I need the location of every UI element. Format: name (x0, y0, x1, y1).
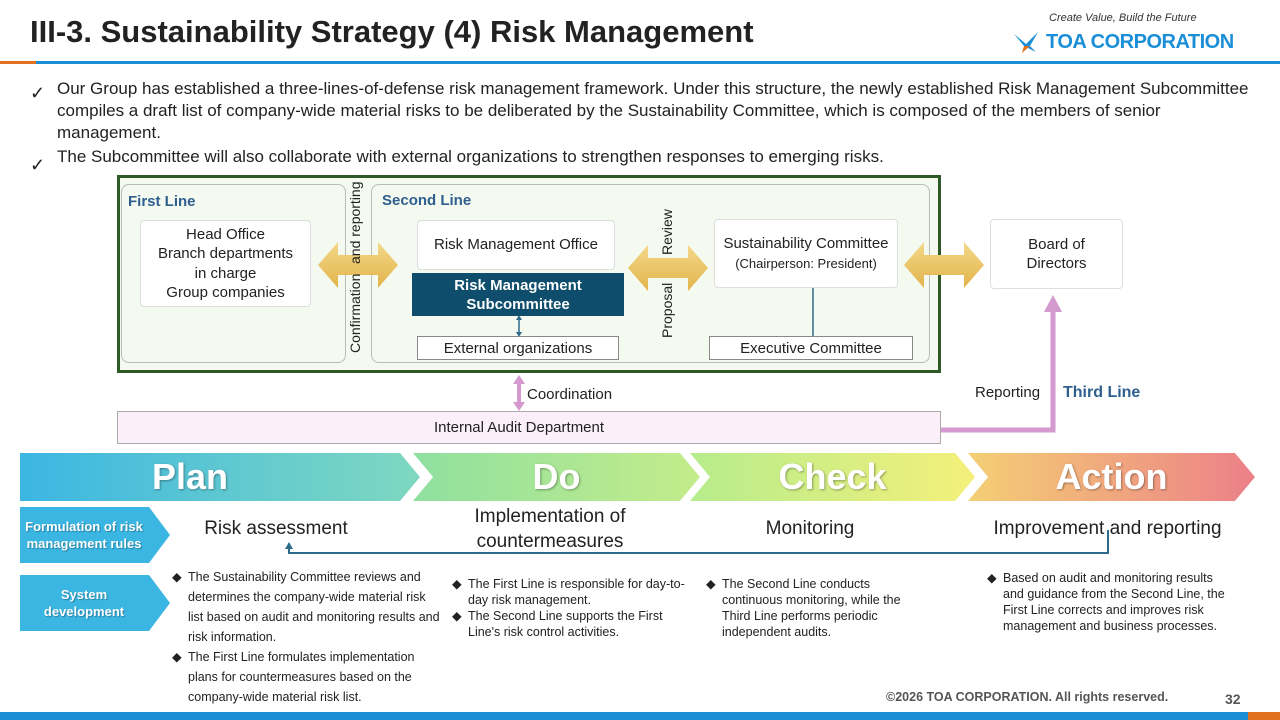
bullet-text: The Sustainability Committee reviews and… (188, 570, 440, 644)
plan-bullets: ◆ The Sustainability Committee reviews an… (172, 567, 442, 707)
internal-audit-department: Internal Audit Department (117, 411, 941, 444)
small-double-arrow-icon (516, 315, 522, 337)
review-label: Review (659, 209, 675, 256)
arrow-head-icon (1044, 295, 1062, 312)
reporting-arrow (941, 310, 1056, 433)
phase-risk-assessment: Risk assessment (204, 518, 348, 539)
sustainability-committee: Sustainability Committee (Chairperson: P… (714, 219, 898, 288)
committee-name: Sustainability Committee (723, 235, 889, 252)
header-divider-accent (0, 61, 36, 64)
system-development-tag: System development (20, 575, 170, 631)
coordination-label: Coordination (527, 386, 613, 403)
page-title: III-3. Sustainability Strategy (4) Risk … (30, 14, 754, 49)
entity: Branch departments (157, 245, 294, 262)
diamond-icon: ◆ (452, 577, 462, 591)
bullet-1: ✓ Our Group has established a three-lines… (30, 78, 1250, 144)
executive-committee: Executive Committee (709, 336, 913, 360)
phase-improvement: Improvement and reporting (993, 518, 1222, 539)
double-arrow-icon (904, 242, 984, 288)
stage-label: Do (532, 456, 581, 497)
bullet-text: The Subcommittee will also collaborate w… (57, 147, 884, 166)
first-line-label: First Line (128, 193, 196, 210)
and-reporting-label: and reporting (347, 181, 363, 264)
phase-monitoring: Monitoring (765, 518, 855, 539)
diamond-icon: ◆ (987, 571, 997, 585)
header-divider (36, 61, 1280, 64)
bird-logo-icon (1014, 32, 1038, 53)
diamond-icon: ◆ (172, 570, 182, 584)
check-chevron: Check (690, 453, 975, 501)
bullet-text: The First Line is responsible for day-to… (468, 577, 685, 607)
do-bullets: ◆ The First Line is responsible for day-t… (452, 576, 692, 640)
diamond-icon: ◆ (452, 609, 462, 623)
risk-management-subcommittee: Risk Management Subcommittee (412, 273, 624, 316)
plan-chevron: Plan (20, 453, 420, 501)
committee-chair: (Chairperson: President) (735, 255, 877, 271)
second-line-label: Second Line (382, 192, 472, 209)
check-bullets: ◆ The Second Line conducts continuous mon… (706, 576, 926, 640)
company-logo: TOA CORPORATION (1012, 30, 1234, 54)
footer-bar-accent (1248, 712, 1280, 720)
stage-label: Action (1055, 456, 1168, 497)
proposal-label: Proposal (659, 282, 675, 338)
action-chevron: Action (968, 453, 1255, 501)
tagline: Create Value, Build the Future (1049, 12, 1197, 24)
bullet-text: Based on audit and monitoring results an… (1003, 571, 1225, 633)
risk-management-office: Risk Management Office (417, 220, 615, 270)
entity: in charge (194, 264, 257, 282)
entity: Head Office (186, 225, 265, 243)
diamond-icon: ◆ (706, 577, 716, 591)
bullet-text: The Second Line supports the First Line'… (468, 609, 663, 639)
copyright: ©2026 TOA CORPORATION. All rights reserv… (886, 690, 1169, 704)
phase-implementation: Implementation of countermeasures (474, 506, 626, 552)
bullet-text: Our Group has established a three-lines-… (57, 79, 1249, 142)
board-of-directors: Board of Directors (990, 219, 1123, 289)
do-chevron: Do (413, 453, 700, 501)
double-arrow-icon (318, 242, 398, 288)
formulation-tag: Formulation of risk management rules (20, 507, 170, 563)
feedback-line (288, 530, 1109, 554)
diamond-icon: ◆ (172, 650, 182, 664)
footer-bar (0, 712, 1248, 720)
action-bullets: ◆ Based on audit and monitoring results a… (987, 570, 1227, 634)
external-organizations: External organizations (417, 336, 619, 360)
coordination-arrow-icon (513, 375, 525, 411)
double-arrow-icon (628, 245, 708, 291)
reporting-label: Reporting (975, 384, 1041, 401)
logo-text: TOA CORPORATION (1046, 30, 1234, 53)
confirmation-label: Confirmation (347, 273, 363, 353)
page-number: 32 (1225, 691, 1241, 707)
arrow-head-icon (285, 542, 293, 549)
bullet-text: The First Line formulates implementation… (188, 650, 415, 704)
third-line-label: Third Line (1063, 384, 1141, 401)
bullet-text: The Second Line conducts continuous moni… (722, 577, 901, 639)
bullet-2: ✓ The Subcommittee will also collaborate … (30, 146, 1250, 176)
first-line-entities: Head Office Branch departments in charge… (140, 220, 311, 307)
stage-label: Check (778, 456, 887, 497)
entity: Group companies (166, 284, 285, 301)
check-icon: ✓ (30, 83, 46, 103)
stage-label: Plan (151, 456, 229, 497)
check-icon: ✓ (30, 155, 46, 175)
